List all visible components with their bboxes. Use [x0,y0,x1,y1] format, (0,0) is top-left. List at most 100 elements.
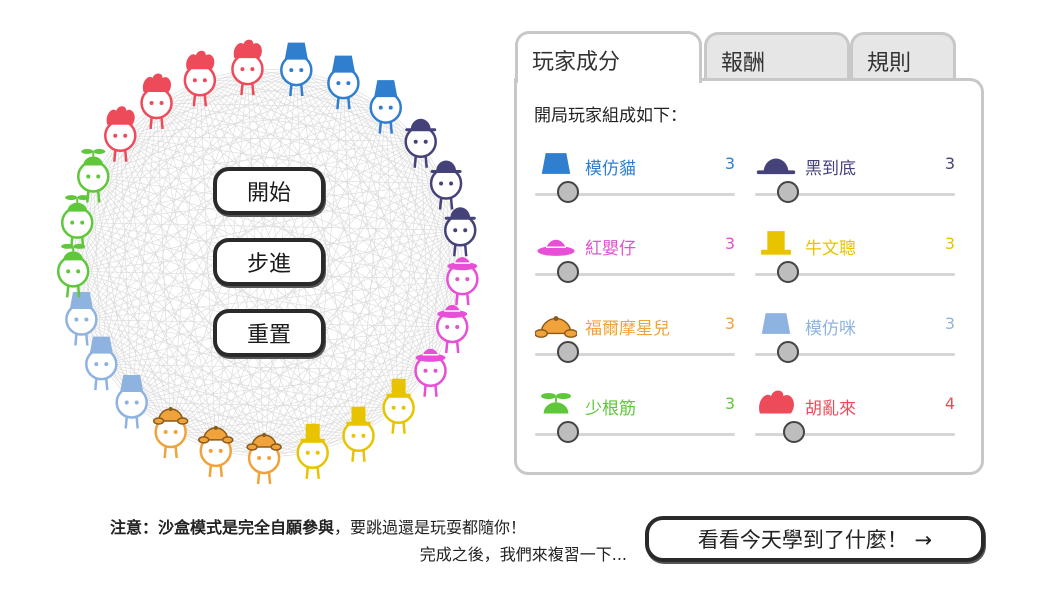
player-character [342,406,375,462]
player-character [435,304,469,354]
player-character [77,148,110,203]
player-character [60,195,94,249]
bucket-hat-icon [284,42,308,60]
tophat-icon [346,406,371,426]
player-character [140,73,173,130]
count-slider-handle[interactable] [777,181,799,203]
player-character [115,374,148,429]
player-character [446,257,479,306]
sandbox-note: 注意：沙盒模式是完全自願參與，要跳過還是玩耍都隨你！ [110,514,526,538]
sunhat-icon [415,348,446,362]
count-slider-track[interactable] [755,353,955,356]
step-button[interactable]: 步進 [213,238,325,286]
wild-hair-icon [186,50,215,70]
bucket-hat-icon [541,153,571,174]
bucket-hat-icon [374,80,398,98]
player-name: 模仿貓 [585,159,636,179]
player-name: 少根筋 [585,399,636,419]
player-count: 3 [724,234,735,253]
player-character [56,243,90,298]
propeller-cap-icon [541,392,571,414]
player-count: 4 [944,394,955,413]
count-slider-track[interactable] [755,433,955,436]
player-name: 胡亂來 [805,399,856,419]
propeller-cap-icon [61,243,86,261]
player-count: 3 [944,234,955,253]
player-count: 3 [724,154,735,173]
bowler-hat-icon [405,118,437,132]
player-character [369,80,403,134]
wild-hair-icon [106,106,135,125]
count-slider-handle[interactable] [557,181,579,203]
sandbox-note-bold: 注意：沙盒模式是完全自願參與 [110,518,335,537]
tab-rules[interactable]: 規則 [850,32,956,80]
player-character [152,406,189,459]
player-character [231,39,264,96]
player-character [443,207,477,257]
player-card: 胡亂來 4 [755,388,955,448]
count-slider-handle[interactable] [557,421,579,443]
player-card: 福爾摩星兒 3 [535,308,735,368]
count-slider-track[interactable] [535,353,735,356]
player-character [104,106,137,162]
wild-hair-icon [233,39,262,59]
tophat-icon [761,231,791,255]
count-slider-handle[interactable] [777,341,799,363]
player-name: 福爾摩星兒 [585,319,670,339]
wild-hair-icon [759,390,794,414]
count-slider-track[interactable] [535,193,735,196]
player-character [183,50,217,107]
player-card: 牛文聰 3 [755,228,955,288]
tab-players[interactable]: 玩家成分 [515,31,702,83]
player-character [414,348,447,397]
count-slider-handle[interactable] [783,421,805,443]
deerstalker-icon [246,432,282,451]
player-character [296,423,329,479]
sunhat-icon [537,239,575,256]
tab-reward[interactable]: 報酬 [704,32,850,80]
panel-intro: 開局玩家組成如下： [534,106,687,126]
count-slider-handle[interactable] [777,261,799,283]
player-name: 模仿咪 [805,319,856,339]
wild-hair-icon [142,73,172,92]
player-character [280,42,313,97]
count-slider-handle[interactable] [557,261,579,283]
player-name: 牛文聰 [805,239,856,259]
count-slider-track[interactable] [535,433,735,436]
player-character [382,378,415,434]
sunhat-icon [447,257,478,271]
bowler-hat-icon [444,207,476,220]
next-button[interactable]: 看看今天學到了什麼！ → [645,516,985,562]
player-count: 3 [944,154,955,173]
player-card: 紅嬰仔 3 [535,228,735,288]
start-button[interactable]: 開始 [213,167,325,215]
deerstalker-icon [535,316,577,338]
propeller-cap-icon [81,148,106,166]
deerstalker-icon [152,406,189,425]
bowler-hat-icon [756,158,796,175]
player-character [246,432,282,485]
count-slider-track[interactable] [755,273,955,276]
player-name: 紅嬰仔 [585,239,636,259]
sunhat-icon [437,304,468,318]
bucket-hat-icon [331,55,355,73]
count-slider-track[interactable] [755,193,955,196]
player-character [429,160,463,210]
player-character [197,425,234,477]
bucket-hat-light-icon [761,313,791,334]
tophat-icon [300,423,325,443]
tophat-icon [386,378,411,398]
count-slider-track[interactable] [535,273,735,276]
bowler-hat-icon [430,160,462,174]
reset-button[interactable]: 重置 [213,309,325,357]
deerstalker-icon [197,425,234,444]
player-card: 模仿貓 3 [535,148,735,208]
bucket-hat-light-icon [89,336,113,354]
player-character [65,292,98,346]
player-count: 3 [724,314,735,333]
count-slider-handle[interactable] [557,341,579,363]
player-character [404,118,437,168]
